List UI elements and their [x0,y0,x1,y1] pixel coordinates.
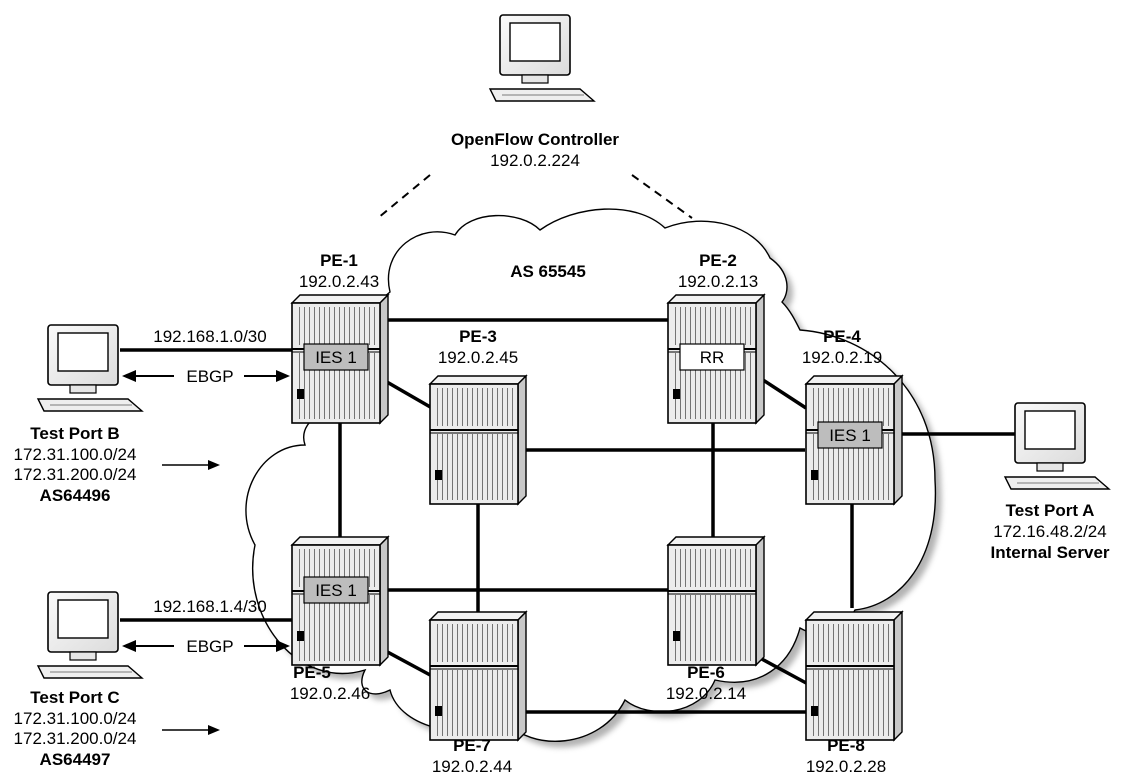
router-name-pe4: PE-4 [823,327,861,346]
test-port-c: 192.168.1.4/30 EBGP Test Port C 172.31.1… [14,591,290,769]
service-label-pe5: IES 1 [315,581,357,600]
port-c-as: AS64497 [40,750,111,769]
controller-name: OpenFlow Controller [451,130,619,149]
router-ip-pe4: 192.0.2.19 [802,348,882,367]
router-name-pe3: PE-3 [459,327,497,346]
router-name-pe7: PE-7 [453,736,491,755]
port-c-subnet: 192.168.1.4/30 [153,597,266,616]
test-port-a: Test Port A 172.16.48.2/24 Internal Serv… [990,402,1110,562]
router-ip-pe3: 192.0.2.45 [438,348,518,367]
computer-icon [489,14,595,102]
as-label: AS 65545 [510,262,586,281]
router-ip-pe6: 192.0.2.14 [666,684,746,703]
test-port-b: 192.168.1.0/30 EBGP Test Port B 172.31.1… [14,324,290,505]
port-c-protocol: EBGP [186,637,233,656]
router-pe2: RR PE-2 192.0.2.13 [667,251,765,424]
router-pe5: IES 1 PE-5 192.0.2.46 [290,536,389,703]
link-pe2-pe4 [759,376,807,410]
router-ip-pe5: 192.0.2.46 [290,684,370,703]
service-label-pe4: IES 1 [829,426,871,445]
arrowhead-right-icon [208,725,220,735]
port-a-ip: 172.16.48.2/24 [993,522,1106,541]
router-ip-pe2: 192.0.2.13 [678,272,758,291]
port-b-subnet: 192.168.1.0/30 [153,327,266,346]
arrowhead-left-icon [122,640,136,652]
router-pe8: PE-8 192.0.2.28 [805,611,903,775]
router-ip-pe8: 192.0.2.28 [806,757,886,775]
router-pe7: PE-7 192.0.2.44 [429,611,527,775]
router-pe1: IES 1 PE-1 192.0.2.43 [291,251,389,424]
computer-icon [1004,402,1110,490]
service-box-pe1 [303,343,369,371]
port-b-prefix-1: 172.31.100.0/24 [14,445,137,464]
port-b-protocol: EBGP [186,367,233,386]
port-a-role: Internal Server [990,543,1109,562]
router-ip-pe1: 192.0.2.43 [299,272,379,291]
port-b-prefix-2: 172.31.200.0/24 [14,465,137,484]
link-pe6-pe8 [759,656,809,686]
arrowhead-right-icon [208,460,220,470]
computer-icon [37,324,143,412]
service-box-pe4 [817,421,883,449]
port-a-name: Test Port A [1006,501,1095,520]
arrowhead-right-icon [276,370,290,382]
router-name-pe6: PE-6 [687,663,725,682]
controller-session-right [631,174,693,219]
service-box-pe5 [303,576,369,604]
router-name-pe2: PE-2 [699,251,737,270]
controller-session-left [377,174,431,219]
controller-ip: 192.0.2.224 [490,151,580,170]
service-label-pe1: IES 1 [315,348,357,367]
port-b-as: AS64496 [40,486,111,505]
port-c-name: Test Port C [30,688,119,707]
computer-icon [37,591,143,679]
router-name-pe8: PE-8 [827,736,865,755]
port-b-name: Test Port B [30,424,119,443]
router-name-pe1: PE-1 [320,251,358,270]
router-pe6: PE-6 192.0.2.14 [666,536,765,703]
router-ip-pe7: 192.0.2.44 [432,757,512,775]
port-c-prefix-1: 172.31.100.0/24 [14,709,137,728]
service-label-pe2: RR [700,348,725,367]
arrowhead-left-icon [122,370,136,382]
router-name-pe5: PE-5 [293,663,331,682]
openflow-controller: OpenFlow Controller 192.0.2.224 [451,14,619,170]
arrowhead-right-icon [276,640,290,652]
router-pe4: IES 1 PE-4 192.0.2.19 [802,327,903,505]
port-c-prefix-2: 172.31.200.0/24 [14,729,137,748]
service-box-pe2 [679,343,745,371]
router-pe3: PE-3 192.0.2.45 [429,327,527,505]
